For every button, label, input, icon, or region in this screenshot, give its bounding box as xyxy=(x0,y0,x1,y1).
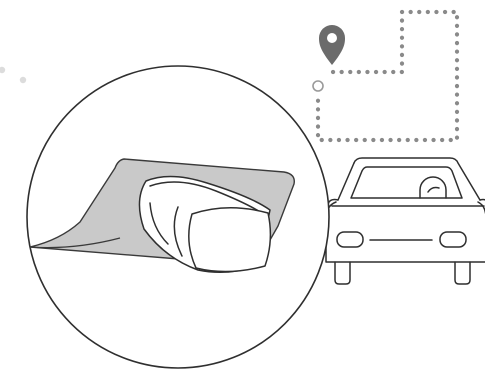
decorative-dots xyxy=(0,67,26,83)
route-start-point-icon xyxy=(313,81,323,91)
location-pin-icon xyxy=(319,25,345,65)
decor-dot xyxy=(0,67,5,73)
car-front-icon xyxy=(326,158,485,284)
decor-dot xyxy=(20,77,26,83)
